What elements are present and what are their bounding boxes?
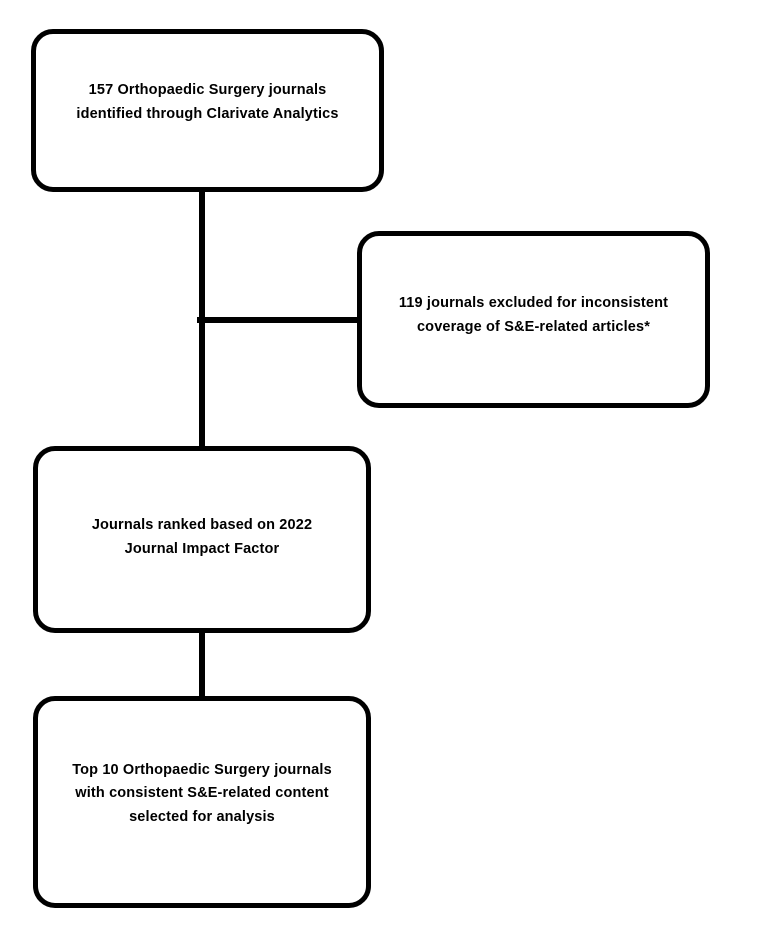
flow-node-ranked-label: Journals ranked based on 2022 Journal Im… xyxy=(91,517,313,557)
flow-node-identified: 157 Orthopaedic Surgery journals identif… xyxy=(31,29,384,192)
connector-ranked-to-selected xyxy=(199,631,205,698)
flow-node-ranked: Journals ranked based on 2022 Journal Im… xyxy=(33,446,371,633)
flow-node-selected: Top 10 Orthopaedic Surgery journals with… xyxy=(33,696,371,908)
flow-node-excluded: 119 journals excluded for inconsistent c… xyxy=(357,231,710,408)
flow-node-selected-label: Top 10 Orthopaedic Surgery journals with… xyxy=(72,761,332,825)
flow-node-excluded-label: 119 journals excluded for inconsistent c… xyxy=(398,295,669,335)
connector-branch-to-excluded xyxy=(197,317,360,323)
flow-node-identified-label: 157 Orthopaedic Surgery journals identif… xyxy=(76,82,339,122)
